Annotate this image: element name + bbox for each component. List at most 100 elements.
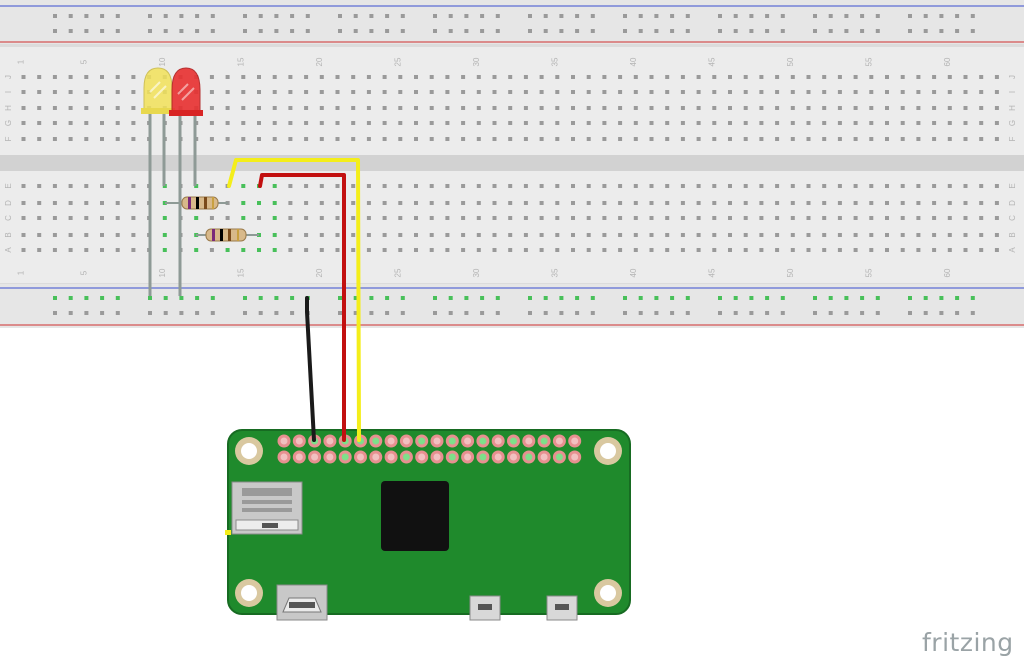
rail-hole — [195, 29, 200, 33]
rail-hole — [733, 29, 738, 33]
breadboard-hole — [539, 75, 544, 79]
breadboard-hole — [382, 184, 387, 188]
rail-hole — [670, 296, 675, 300]
breadboard-hole — [916, 137, 921, 141]
breadboard-hole — [571, 184, 575, 188]
breadboard-hole — [257, 106, 261, 110]
breadboard-hole — [712, 216, 717, 220]
breadboard-hole — [508, 75, 513, 79]
rail-hole — [733, 14, 738, 18]
rail-hole — [860, 311, 865, 315]
rail-hole — [243, 296, 247, 300]
breadboard-hole — [618, 248, 623, 252]
breadboard-hole — [351, 233, 356, 237]
row-label: C — [1008, 215, 1017, 221]
rail-hole — [749, 29, 754, 33]
breadboard-hole — [382, 233, 387, 237]
breadboard-hole — [508, 248, 513, 252]
breadboard-hole — [728, 233, 732, 237]
breadboard-hole — [476, 184, 481, 188]
breadboard-hole — [932, 106, 937, 110]
rail-hole — [495, 296, 500, 300]
breadboard-hole — [618, 233, 623, 237]
rail-hole — [623, 29, 627, 33]
breadboard-hole — [947, 121, 952, 125]
rail-hole — [955, 14, 960, 18]
rail-hole — [338, 14, 342, 18]
breadboard-hole — [571, 248, 575, 252]
breadboard-hole — [869, 201, 874, 205]
rail-hole — [274, 296, 279, 300]
breadboard-hole — [398, 75, 403, 79]
rail-hole — [84, 296, 89, 300]
breadboard-hole — [539, 216, 544, 220]
breadboard-hole — [602, 137, 607, 141]
rail-hole — [274, 14, 279, 18]
breadboard-hole — [885, 75, 889, 79]
breadboard-hole — [398, 121, 403, 125]
breadboard-hole — [414, 75, 418, 79]
breadboard-hole — [288, 137, 293, 141]
breadboard-hole — [21, 90, 26, 94]
breadboard-hole — [476, 216, 481, 220]
breadboard-hole — [586, 233, 591, 237]
breadboard-hole — [618, 90, 623, 94]
rail-hole — [84, 14, 89, 18]
breadboard-hole — [257, 121, 261, 125]
breadboard-hole — [712, 184, 717, 188]
rail-hole — [654, 14, 659, 18]
breadboard-hole — [680, 233, 685, 237]
micro-usb-port — [469, 595, 501, 621]
breadboard-hole — [523, 184, 528, 188]
breadboard-hole — [272, 137, 277, 141]
breadboard-hole — [633, 184, 638, 188]
rail-hole — [765, 14, 770, 18]
row-label: A — [1008, 247, 1017, 253]
breadboard-hole — [84, 106, 89, 110]
breadboard-hole — [775, 233, 780, 237]
rail-hole — [590, 14, 595, 18]
black-wire — [305, 296, 316, 442]
breadboard-hole — [539, 233, 544, 237]
breadboard-hole — [743, 75, 748, 79]
breadboard-hole — [665, 75, 670, 79]
breadboard-hole — [790, 184, 795, 188]
rail-hole — [939, 29, 944, 33]
breadboard-hole — [37, 121, 42, 125]
breadboard-hole — [555, 121, 560, 125]
breadboard-hole — [822, 201, 827, 205]
breadboard-hole — [131, 75, 136, 79]
breadboard-hole — [932, 248, 937, 252]
breadboard-hole — [461, 106, 466, 110]
breadboard-hole — [790, 121, 795, 125]
breadboard-hole — [288, 233, 293, 237]
breadboard-hole — [37, 248, 42, 252]
breadboard-hole — [241, 184, 246, 188]
breadboard-hole — [916, 216, 921, 220]
rail-hole — [813, 29, 817, 33]
breadboard-hole — [225, 106, 230, 110]
rail-hole — [654, 296, 659, 300]
breadboard-hole — [979, 106, 984, 110]
breadboard-hole — [272, 75, 277, 79]
rail-hole — [908, 311, 912, 315]
breadboard-hole — [366, 233, 371, 237]
breadboard-hole — [52, 248, 57, 252]
breadboard-hole — [790, 201, 795, 205]
breadboard-hole — [649, 201, 654, 205]
breadboard-hole — [775, 90, 780, 94]
rail-hole — [385, 14, 390, 18]
row-label: J — [1008, 75, 1017, 79]
breadboard-hole — [429, 121, 434, 125]
breadboard-hole — [571, 216, 575, 220]
rail-hole — [338, 311, 342, 315]
breadboard-hole — [115, 201, 120, 205]
breadboard-hole — [586, 106, 591, 110]
breadboard-hole — [900, 106, 905, 110]
breadboard-hole — [288, 248, 293, 252]
breadboard-hole — [21, 121, 26, 125]
breadboard-hole — [759, 75, 764, 79]
rail-hole — [670, 14, 675, 18]
breadboard-hole — [366, 248, 371, 252]
rail-hole — [590, 29, 595, 33]
